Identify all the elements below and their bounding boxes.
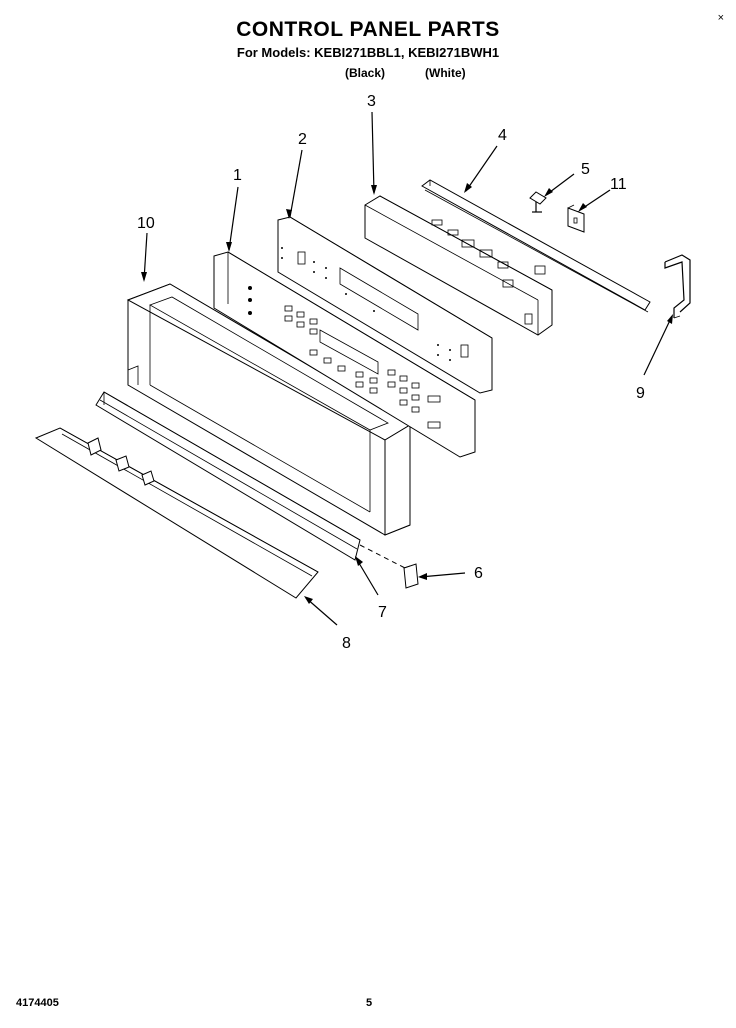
page-title: CONTROL PANEL PARTS xyxy=(236,18,500,41)
part-10-housing xyxy=(126,283,411,536)
callout-2: 2 xyxy=(298,131,307,148)
part-6-clip xyxy=(403,563,419,589)
part-9-end-bracket xyxy=(664,254,691,319)
document-number: 4174405 xyxy=(16,997,59,1009)
callout-5: 5 xyxy=(581,161,590,178)
variant-black: (Black) xyxy=(345,66,386,80)
callout-9: 9 xyxy=(636,385,645,402)
page-number: 5 xyxy=(366,997,373,1009)
callout-8: 8 xyxy=(342,635,351,652)
part-8-trim-strip xyxy=(34,427,319,599)
models-line: For Models: KEBI271BBL1, KEBI271BWH1 xyxy=(236,45,500,60)
variant-white: (White) xyxy=(425,66,466,80)
part-2-overlay xyxy=(277,216,493,394)
part-1-bezel xyxy=(213,251,476,458)
leader-lines xyxy=(141,111,673,626)
callout-11: 11 xyxy=(610,176,627,193)
callout-10: 10 xyxy=(137,215,155,232)
callout-6: 6 xyxy=(474,565,483,582)
callout-3: 3 xyxy=(367,93,376,110)
part-11-bracket xyxy=(567,204,585,233)
assembly-dashed-line xyxy=(359,544,406,569)
part-5-clip xyxy=(529,191,547,213)
part-7-lower-trim xyxy=(95,391,361,561)
callout-7: 7 xyxy=(378,604,387,621)
callout-4: 4 xyxy=(498,127,507,144)
corner-mark: × xyxy=(717,12,724,24)
part-3-control-board xyxy=(364,195,553,336)
callout-1: 1 xyxy=(233,167,242,184)
part-4-rail xyxy=(421,179,651,313)
